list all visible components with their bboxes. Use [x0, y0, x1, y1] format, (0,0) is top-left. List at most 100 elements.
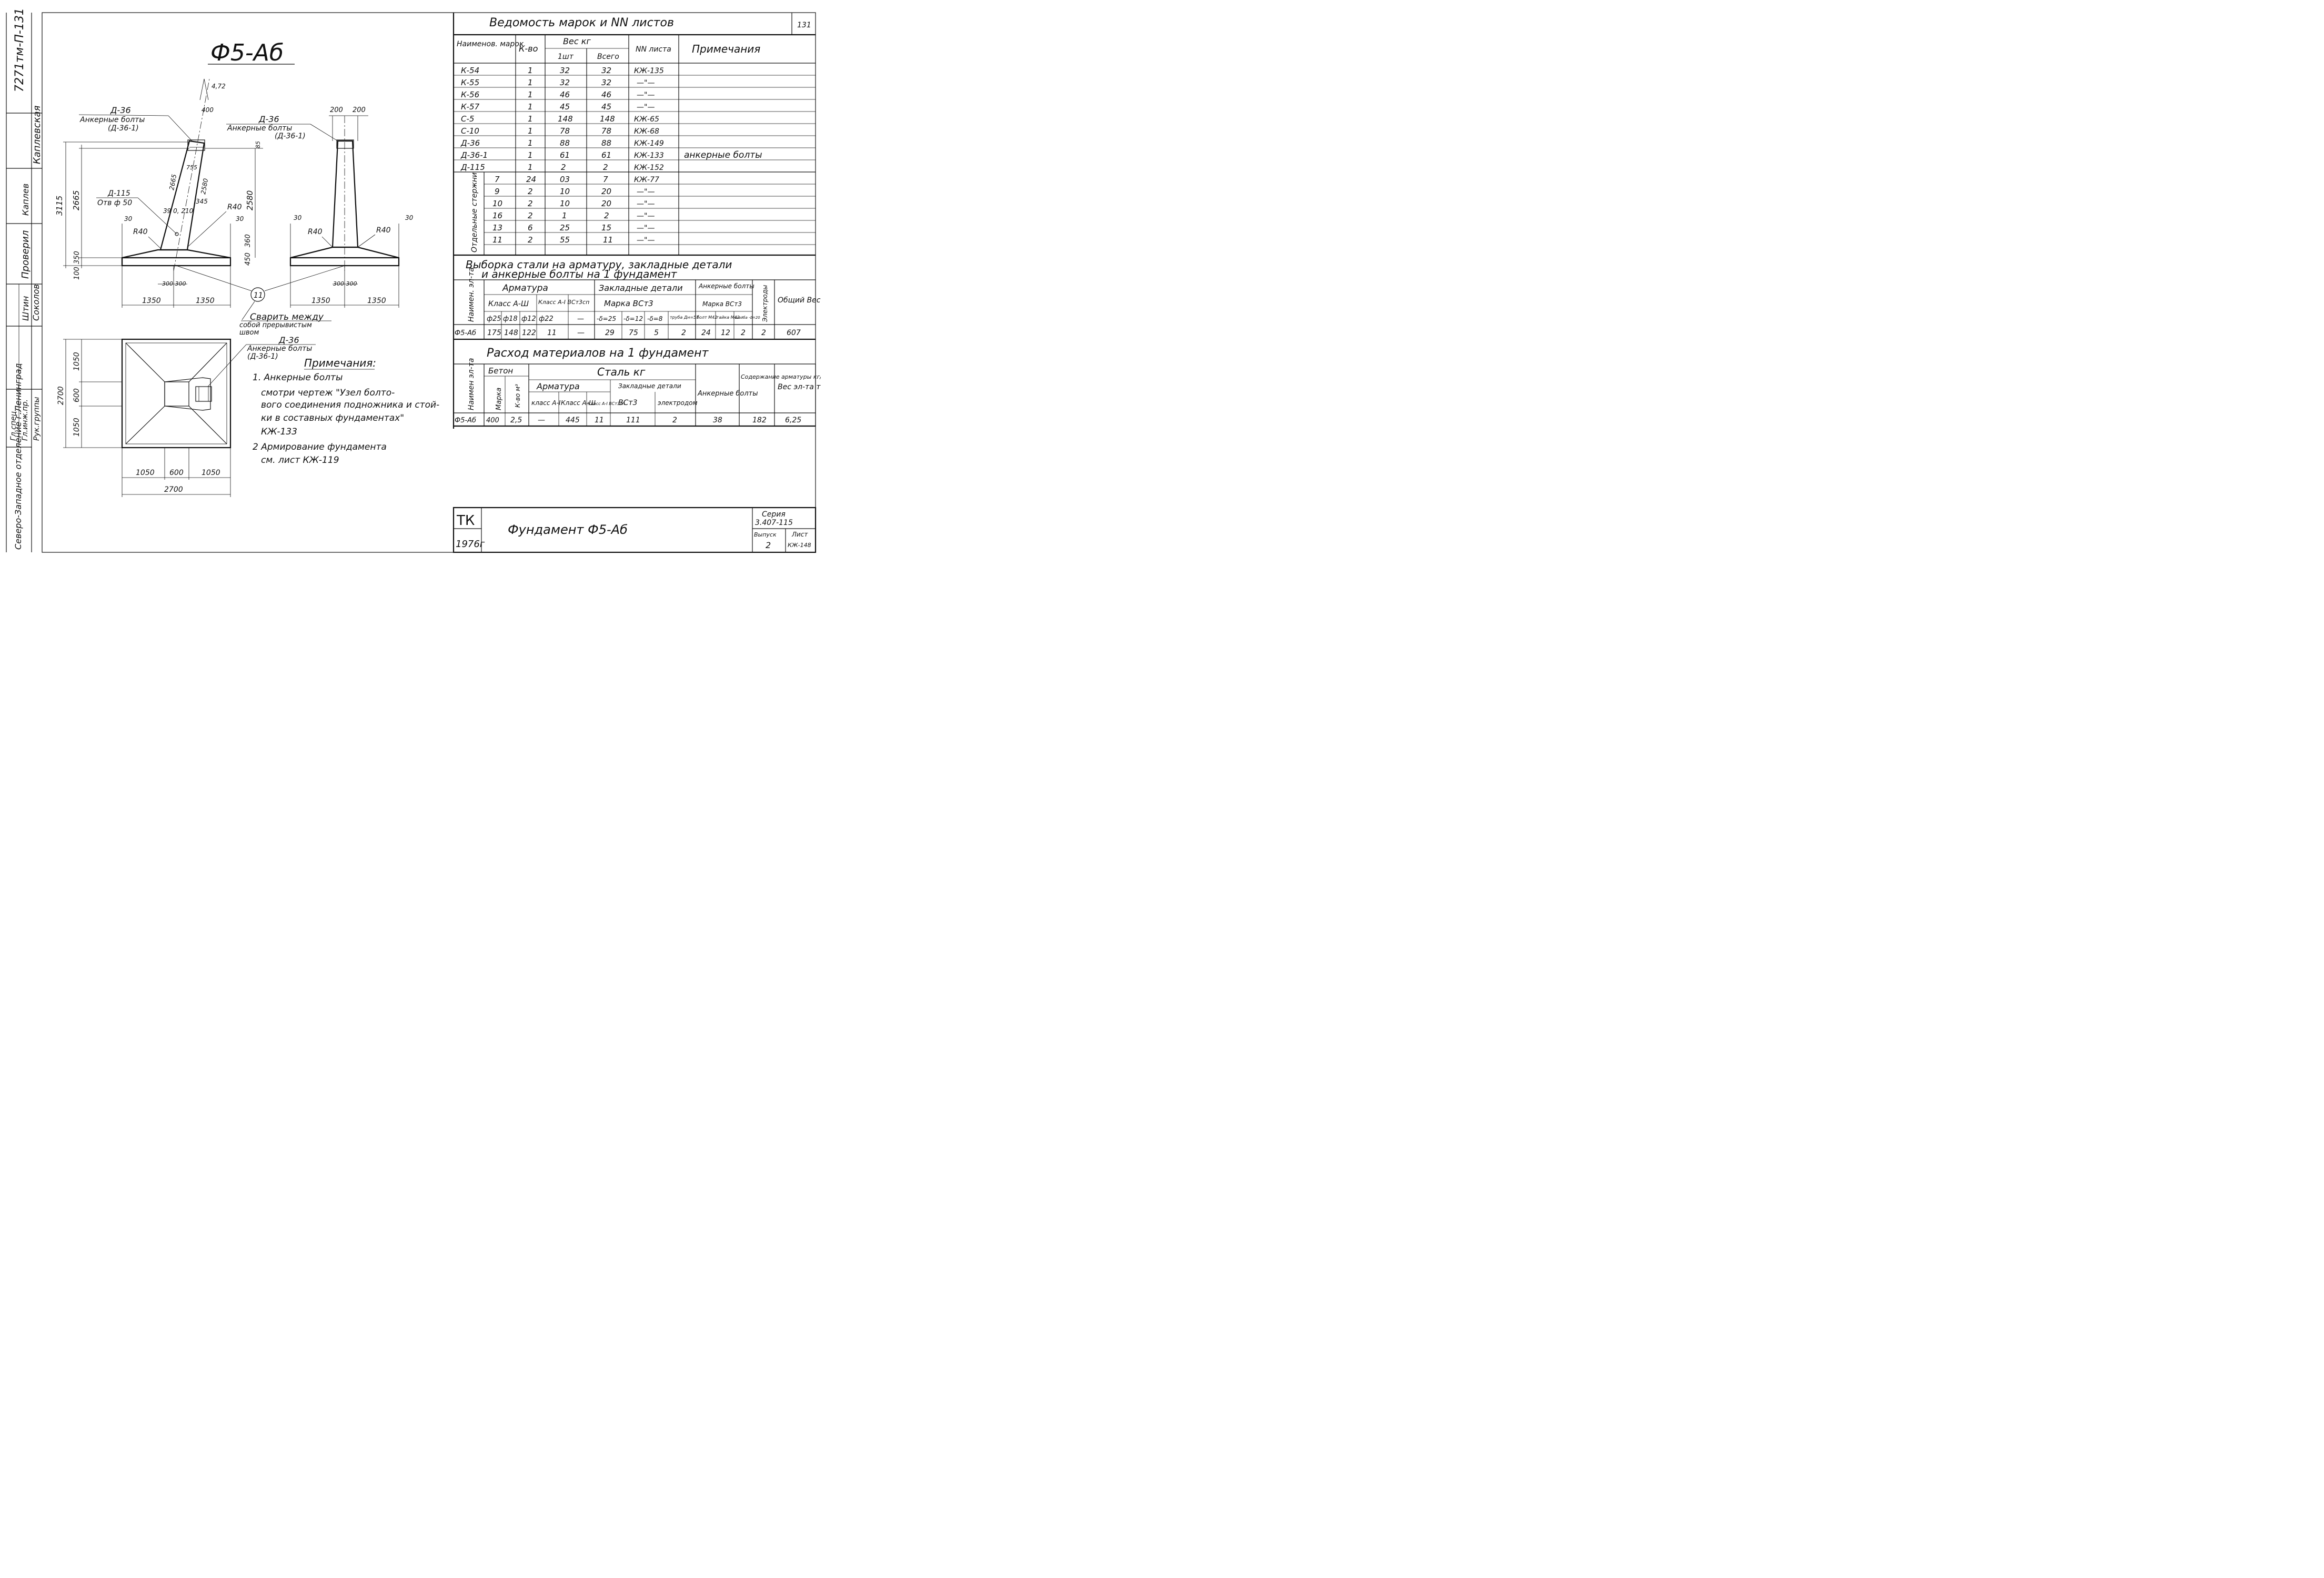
ras-h-ves: Вес эл-та т	[778, 383, 821, 391]
g-r1-c3: 20	[601, 187, 611, 196]
dim-350: 350	[73, 251, 81, 264]
vyb-sub-9: болт М42	[697, 315, 717, 320]
side-dim-1350-left: 1350	[311, 297, 330, 305]
ras-h-kvo: К-во м³	[514, 384, 521, 408]
notes: Примечания: 1. Анкерные болты смотри чер…	[253, 357, 439, 466]
note-line-0: 1. Анкерные болты	[253, 372, 343, 383]
ras-row-7: 2	[672, 416, 677, 424]
vh-qty: К-во	[519, 44, 538, 54]
v-r7-c5: анкерные болты	[684, 150, 762, 160]
vedomost-corner: 131	[797, 21, 811, 29]
label-anchor-side: Анкерные болты	[227, 124, 292, 133]
vyb-row-12: 2	[741, 329, 746, 337]
stamp-code: 7271тм-П-131	[13, 8, 26, 92]
v-r3-c2: 45	[560, 102, 570, 112]
v-r6-c4: КЖ-149	[634, 139, 664, 148]
notes-heading: Примечания:	[304, 357, 376, 369]
stamp-row-6: Гл.спец.	[9, 409, 18, 441]
v-r8-c3: 2	[603, 163, 608, 172]
v-r7-c1: 1	[528, 150, 533, 160]
vyb-sub-10: гайка М42	[717, 315, 740, 320]
stamp-row-3: Штин	[21, 296, 31, 321]
vyb-row-11: 12	[721, 329, 730, 337]
stamp-row-2: Проверил	[20, 230, 31, 279]
stamp-row-1: Каплев	[21, 184, 31, 216]
ras-h-a3: Класс А-Ш	[561, 399, 596, 407]
ras-h-beton: Бетон	[488, 366, 513, 376]
g-r3-c0: 16	[492, 211, 502, 220]
plan-dim-600-h: 600	[169, 469, 184, 477]
v-r4-c1: 1	[528, 114, 533, 124]
vyb-row-2: 148	[504, 329, 518, 337]
plan-view: 2700 1050 600 1050 1050 600 1050 2700 Д-…	[57, 335, 316, 497]
v-r1-c2: 32	[560, 78, 570, 87]
g-r4-c3: 15	[601, 223, 611, 232]
dim-2665-incl: 2665	[168, 174, 178, 191]
vyb-sub-1: ф18	[503, 315, 518, 323]
vyb-title1: Выборка стали на арматуру, закладные дет…	[466, 258, 732, 271]
v-r5-c2: 78	[560, 126, 570, 136]
vyb-h-zakl: Закладные детали	[599, 283, 683, 293]
g-r2-c0: 10	[492, 199, 502, 208]
v-r7-c3: 61	[601, 150, 611, 160]
dim-360: 360	[244, 234, 252, 247]
g-r1-c1: 2	[528, 187, 533, 196]
vyb-row-9: 2	[681, 329, 686, 337]
dim-755: 755	[186, 164, 197, 171]
ras-h-elektr: электродом	[658, 399, 698, 407]
v-r4-c3: 148	[600, 114, 615, 124]
note-line-5: 2 Армирование фундамента	[253, 442, 387, 452]
vyb-row-10: 24	[701, 329, 711, 337]
tb-year: 1976г	[456, 539, 485, 550]
slope-value: 4,72	[212, 83, 226, 90]
v-r0-c0: К-54	[461, 66, 479, 75]
dim-1350-left: 1350	[142, 297, 161, 305]
vedomost-title: Ведомость марок и NN листов	[489, 16, 674, 29]
tb-series: 3.407-115	[755, 519, 793, 527]
side-dim-1350-right: 1350	[367, 297, 386, 305]
tb-issue-label: Выпуск	[754, 531, 777, 538]
v-r4-c2: 148	[558, 114, 573, 124]
v-r0-c2: 32	[560, 66, 570, 75]
stamp-org: Северо-Западное отделение г.Ленинград	[13, 363, 23, 550]
v-r3-c0: К-57	[461, 102, 480, 112]
g-r1-c4: —"—	[637, 188, 655, 196]
ras-row-10: 6,25	[785, 416, 801, 424]
g-r5-c4: —"—	[637, 236, 655, 245]
v-r0-c1: 1	[528, 66, 533, 75]
title-block: ТК 1976г Фундамент Ф5-Аб Серия 3.407-115…	[452, 507, 817, 553]
ras-row-5: 11	[595, 416, 604, 424]
vyb-h-arm: Арматура	[502, 283, 548, 294]
vyb-row-5: —	[577, 329, 585, 337]
side-r40-left: R40	[308, 228, 323, 236]
label-r40-left: R40	[133, 228, 148, 236]
sheet-frame	[42, 12, 816, 553]
note-line-4: КЖ-133	[261, 427, 297, 437]
ras-row-8: 38	[713, 416, 722, 424]
ras-row-0: Ф5-Аб	[455, 417, 476, 424]
g-r4-c2: 25	[560, 223, 570, 232]
vyb-h-classA3: Класс А-Ш	[488, 300, 529, 308]
g-r4-c0: 13	[492, 223, 502, 232]
v-r2-c1: 1	[528, 90, 533, 99]
plan-label-d361: (Д-36-1)	[247, 352, 278, 361]
vyb-row-0: Ф5-Аб	[455, 329, 476, 337]
vyb-sub-7: -δ=8	[647, 315, 663, 322]
drawing-title: Ф5-Аб	[210, 39, 284, 66]
v-r4-c0: С-5	[461, 114, 474, 124]
g-r5-c3: 11	[603, 235, 613, 245]
plan-dim-1050-h1: 1050	[136, 469, 155, 477]
vyb-sub-2: ф12	[521, 315, 536, 323]
v-r0-c4: КЖ-135	[634, 67, 664, 75]
ras-row-2: 2,5	[510, 416, 522, 424]
v-r1-c3: 32	[601, 78, 611, 87]
g-r2-c2: 10	[560, 199, 570, 208]
v-r8-c1: 1	[528, 163, 533, 172]
g-r0-c2: 03	[560, 175, 570, 184]
vyb-sub-0: ф25	[487, 315, 501, 323]
side-dim-200b: 200	[353, 106, 366, 114]
dim-450: 450	[244, 252, 252, 266]
label-d36: Д-36	[110, 105, 131, 115]
v-r0-c3: 32	[601, 66, 611, 75]
v-r7-c0: Д-36-1	[460, 150, 488, 160]
